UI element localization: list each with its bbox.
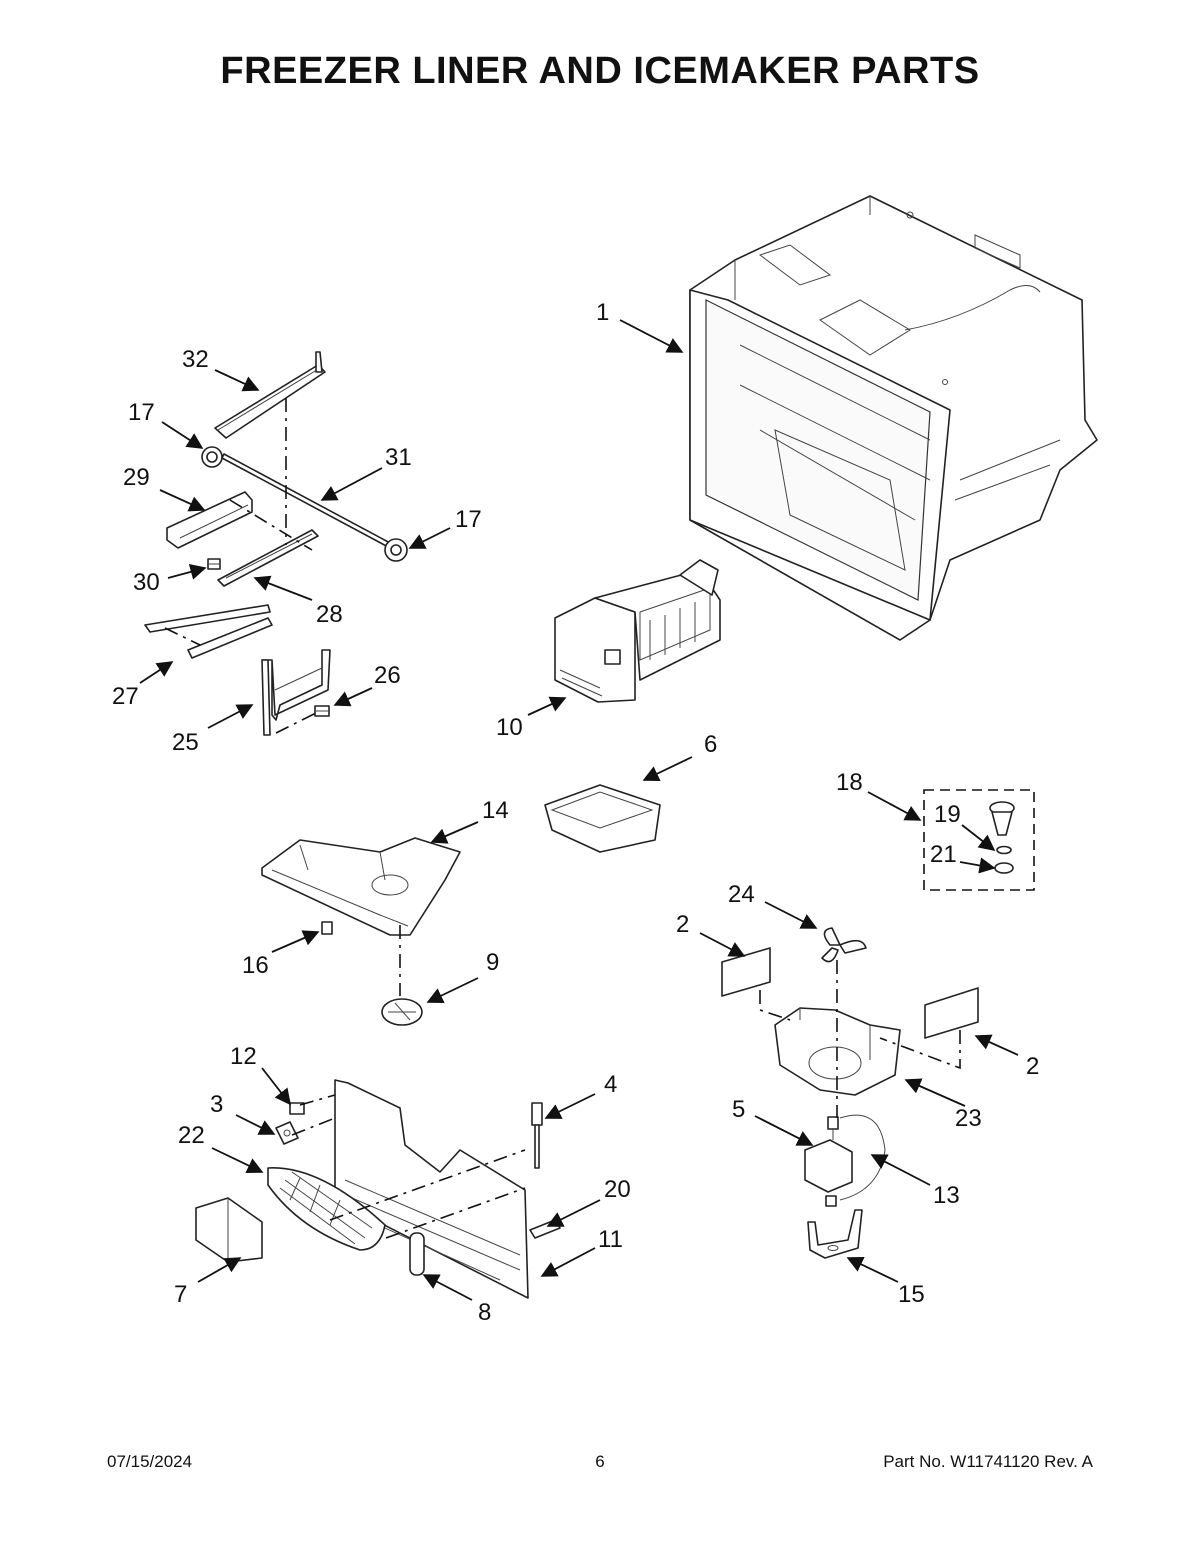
callout-1: 1 (596, 299, 609, 326)
assembly-lines (164, 398, 961, 1239)
callout-27: 27 (112, 683, 139, 710)
housing-14-drawing (261, 837, 461, 936)
rail-32-drawing (214, 351, 326, 439)
grille-22-drawing (267, 1167, 386, 1251)
bracket-25-drawing (261, 649, 331, 736)
callout-12: 12 (230, 1043, 257, 1070)
callout-15: 15 (898, 1281, 925, 1308)
callout-14: 14 (482, 797, 509, 824)
callout-8: 8 (478, 1299, 491, 1326)
callout-10: 10 (496, 714, 523, 741)
callout-26: 26 (374, 662, 401, 689)
callout-17-bottom: 17 (455, 506, 482, 533)
callout-2-left: 2 (676, 911, 689, 938)
tray-6-drawing (544, 784, 661, 853)
footer-page-number: 6 (595, 1452, 605, 1471)
sensor-8-drawing (409, 1232, 425, 1276)
callout-7: 7 (174, 1281, 187, 1308)
harness-13-drawing (825, 1114, 886, 1207)
callout-6: 6 (704, 731, 717, 758)
gear-17-bottom-drawing (384, 538, 408, 562)
screw-26-drawing (314, 705, 330, 717)
bracket-3-drawing (275, 1121, 299, 1145)
callout-13: 13 (933, 1182, 960, 1209)
pad-2-left-drawing (721, 947, 771, 997)
callout-16: 16 (242, 952, 269, 979)
callout-28: 28 (316, 601, 343, 628)
callout-11: 11 (598, 1226, 623, 1253)
callout-31: 31 (385, 444, 412, 471)
callout-3: 3 (210, 1091, 223, 1118)
callout-2-right: 2 (1026, 1053, 1039, 1080)
valve-kit-18-drawing (923, 789, 1035, 891)
callout-9: 9 (486, 949, 499, 976)
fan-blade-24-drawing (821, 927, 867, 963)
page-title: FREEZER LINER AND ICEMAKER PARTS (220, 50, 980, 92)
callout-4: 4 (604, 1071, 617, 1098)
cover-7-drawing (195, 1197, 263, 1263)
callout-22: 22 (178, 1122, 205, 1149)
callout-29: 29 (123, 464, 150, 491)
icemaker-10-drawing (554, 559, 721, 703)
probe-4-drawing (531, 1102, 543, 1169)
panel-11-drawing (334, 1079, 529, 1299)
bracket-15-drawing (807, 1209, 863, 1259)
callout-32: 32 (182, 346, 209, 373)
callout-labels: 1 32 17 31 29 17 30 28 27 26 25 10 6 18 … (112, 299, 1039, 1326)
callout-21: 21 (930, 841, 957, 868)
clip-16-drawing (321, 921, 333, 935)
callout-18: 18 (836, 769, 863, 796)
slide-28-drawing (217, 529, 319, 587)
footer-part-number: Part No. W11741120 Rev. A (883, 1452, 1093, 1471)
motor-5-drawing (804, 1116, 853, 1193)
callout-30: 30 (133, 569, 160, 596)
gear-17-top-drawing (201, 446, 223, 468)
callout-19: 19 (934, 801, 961, 828)
screw-12-drawing (289, 1102, 305, 1115)
callout-20: 20 (604, 1176, 631, 1203)
callout-17-top: 17 (128, 399, 155, 426)
pad-2-right-drawing (924, 987, 979, 1039)
callout-5: 5 (732, 1096, 745, 1123)
rail-27-drawing (144, 604, 273, 659)
leader-arrows (139, 319, 1019, 1301)
bracket-29-drawing (166, 491, 253, 549)
freezer-liner-drawing (689, 195, 1098, 641)
footer-date: 07/15/2024 (107, 1452, 193, 1471)
callout-25: 25 (172, 729, 199, 756)
damper-9-drawing (381, 998, 423, 1026)
callout-24: 24 (728, 881, 755, 908)
callout-23: 23 (955, 1105, 982, 1132)
screw-30-drawing (207, 558, 221, 570)
